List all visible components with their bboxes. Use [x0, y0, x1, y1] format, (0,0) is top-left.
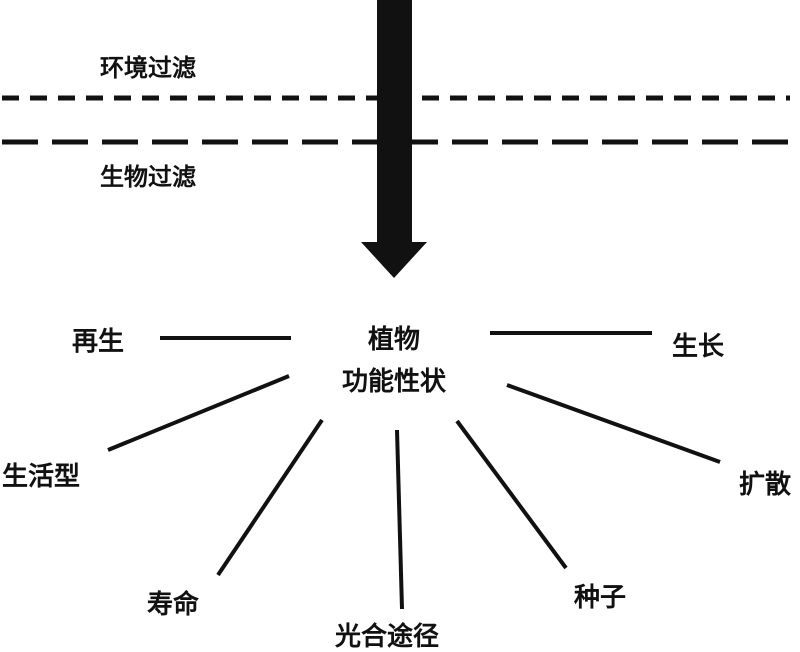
trait-photosynthetic-pathway: 光合途径	[334, 621, 439, 652]
trait-seed: 种子	[574, 583, 626, 613]
trait-growth: 生长	[672, 332, 725, 362]
biological-filter-label: 生物过滤	[100, 163, 196, 191]
trait-regeneration: 再生	[72, 327, 124, 357]
center-title-line2: 功能性状	[342, 366, 447, 397]
connector-photosynthetic-pathway	[395, 429, 404, 610]
trait-dispersal: 扩散	[739, 470, 791, 500]
trait-lifespan: 寿命	[147, 589, 200, 620]
trait-life-form: 生活型	[2, 462, 80, 492]
connector-life-form	[107, 374, 290, 452]
environment-filter-label: 环境过滤	[100, 54, 196, 82]
connector-dispersal	[506, 383, 721, 464]
connector-lifespan	[216, 418, 324, 577]
downward-arrow	[361, 0, 427, 278]
center-title-line1: 植物	[368, 325, 420, 355]
connector-seed	[455, 419, 568, 570]
